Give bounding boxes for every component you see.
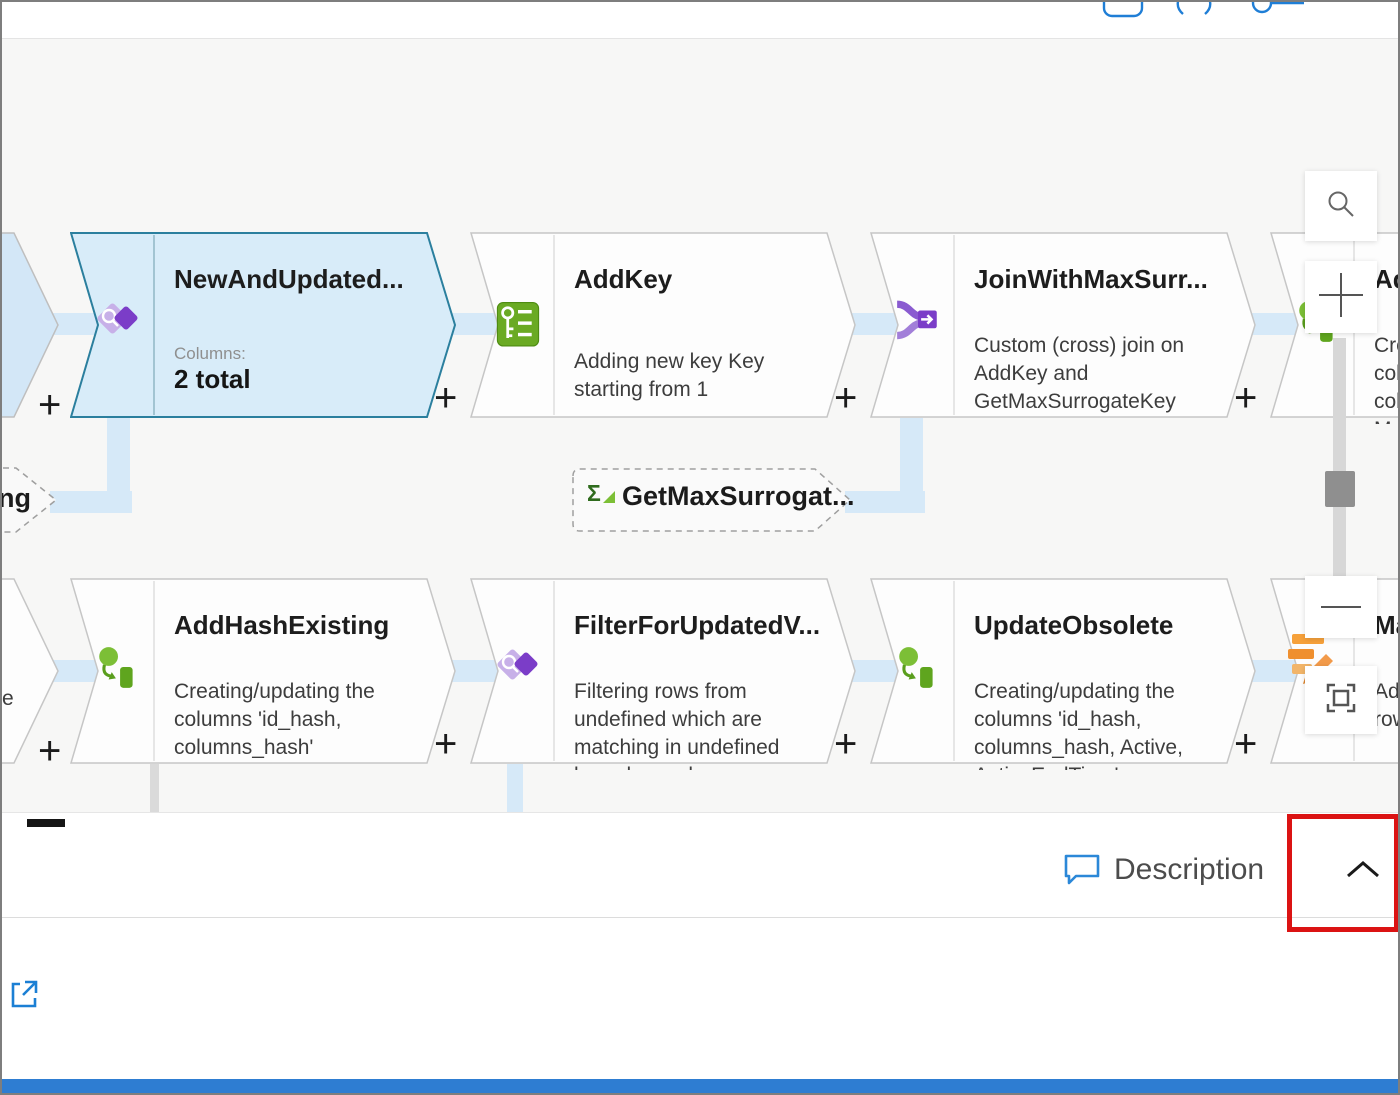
- node-title: NewAndUpdated...: [174, 264, 404, 294]
- node-description: Filtering rows from undefined which are …: [574, 680, 780, 770]
- svg-text:Σ: Σ: [587, 480, 601, 506]
- node-partial-bottom-left[interactable]: [2, 578, 60, 764]
- node-partial-mid-left[interactable]: [2, 467, 60, 533]
- node-description: e: [2, 687, 14, 710]
- search-button[interactable]: [1305, 171, 1377, 241]
- fit-to-screen-button[interactable]: [1305, 666, 1377, 734]
- node-title: Ma: [1374, 610, 1398, 640]
- add-transformation-button[interactable]: +: [38, 729, 62, 773]
- node-add-key[interactable]: AddKey Adding new key Key starting from …: [470, 232, 870, 424]
- exists-filter-icon: [494, 644, 542, 692]
- comment-bubble-icon: [1062, 851, 1102, 894]
- clipboard-icon[interactable]: [1102, 2, 1144, 18]
- zoom-slider-track: [1333, 338, 1346, 581]
- top-toolbar: [2, 2, 1398, 38]
- open-in-new-window-icon[interactable]: [7, 978, 39, 1015]
- add-transformation-button[interactable]: +: [1234, 376, 1258, 420]
- edge: [845, 313, 903, 335]
- description-label: Description: [1114, 853, 1265, 886]
- node-new-and-updated[interactable]: NewAndUpdated... Columns: 2 total +: [70, 232, 470, 424]
- edge: [1247, 313, 1302, 335]
- derived-column-icon: [94, 644, 142, 692]
- zoom-in-icon: [1317, 271, 1365, 324]
- add-transformation-button[interactable]: +: [834, 722, 858, 766]
- node-description: Ad row: [1374, 680, 1398, 731]
- add-transformation-button[interactable]: +: [38, 383, 62, 427]
- edge: [107, 418, 130, 513]
- node-description: Cre col col M: [1374, 334, 1398, 424]
- node-title: FilterForUpdatedV...: [574, 610, 821, 640]
- add-transformation-button[interactable]: +: [834, 376, 858, 420]
- node-get-max-surrogate[interactable]: Σ GetMaxSurrogat...: [570, 467, 860, 533]
- edge: [447, 313, 505, 335]
- search-icon: [1325, 188, 1357, 225]
- node-description: Creating/updating the columns 'id_hash, …: [174, 680, 375, 759]
- zoom-slider-handle[interactable]: [1325, 471, 1355, 507]
- add-transformation-button[interactable]: +: [434, 376, 458, 420]
- edge: [845, 660, 903, 682]
- edge: [1247, 660, 1302, 682]
- node-title: Ad: [1374, 264, 1398, 294]
- node-title: JoinWithMaxSurr...: [974, 264, 1208, 294]
- columns-label: Columns:: [174, 344, 246, 363]
- node-description: Adding new key Key starting from 1: [574, 350, 765, 401]
- edge: [50, 313, 102, 335]
- add-transformation-button[interactable]: +: [1234, 722, 1258, 766]
- edge: [845, 491, 925, 513]
- edge: [447, 660, 505, 682]
- resize-grip[interactable]: [27, 819, 65, 827]
- fit-to-screen-icon: [1323, 680, 1359, 721]
- top-toolbar-icons: [1090, 2, 1340, 26]
- collapse-panel-button[interactable]: [1344, 859, 1382, 886]
- zoom-in-button[interactable]: [1305, 261, 1377, 333]
- edge: [50, 660, 102, 682]
- edge: [507, 764, 523, 813]
- key-line-icon[interactable]: [1251, 2, 1304, 14]
- braces-icon[interactable]: [1176, 2, 1212, 15]
- node-description: Custom (cross) join on AddKey and GetMax…: [974, 334, 1185, 413]
- node-join-with-max-surrogate[interactable]: JoinWithMaxSurr... Custom (cross) join o…: [870, 232, 1270, 424]
- node-title: GetMaxSurrogat...: [622, 481, 855, 511]
- annotation-highlight-box: [1287, 814, 1398, 932]
- node-partial-top-left[interactable]: [2, 232, 60, 418]
- edge: [150, 764, 159, 813]
- zoom-out-button[interactable]: [1305, 576, 1377, 638]
- description-bar: Description: [2, 812, 1398, 918]
- node-title: UpdateObsolete: [974, 610, 1174, 640]
- columns-value: 2 total: [174, 364, 251, 394]
- derived-column-icon: [894, 644, 942, 692]
- node-title: AddKey: [574, 264, 673, 294]
- add-transformation-button[interactable]: +: [434, 722, 458, 766]
- bottom-edge-bar: [2, 1079, 1398, 1093]
- exists-filter-icon: [94, 298, 142, 346]
- node-description: Creating/updating the columns 'id_hash, …: [974, 680, 1183, 770]
- node-title: AddHashExisting: [174, 610, 390, 640]
- node-title: ng: [2, 483, 31, 513]
- zoom-out-icon: [1319, 598, 1363, 616]
- node-add-hash-existing[interactable]: AddHashExisting Creating/updating the co…: [70, 578, 470, 770]
- node-filter-for-updated[interactable]: FilterForUpdatedV... Filtering rows from…: [470, 578, 870, 770]
- edge: [50, 491, 132, 513]
- surrogate-key-icon: [494, 298, 542, 347]
- dataflow-canvas[interactable]: + NewAndUpdated... Columns: 2 total +: [2, 38, 1398, 813]
- join-icon: [894, 298, 942, 346]
- edge: [900, 418, 923, 513]
- aggregate-sigma-icon: Σ: [586, 479, 616, 514]
- node-update-obsolete[interactable]: UpdateObsolete Creating/updating the col…: [870, 578, 1270, 770]
